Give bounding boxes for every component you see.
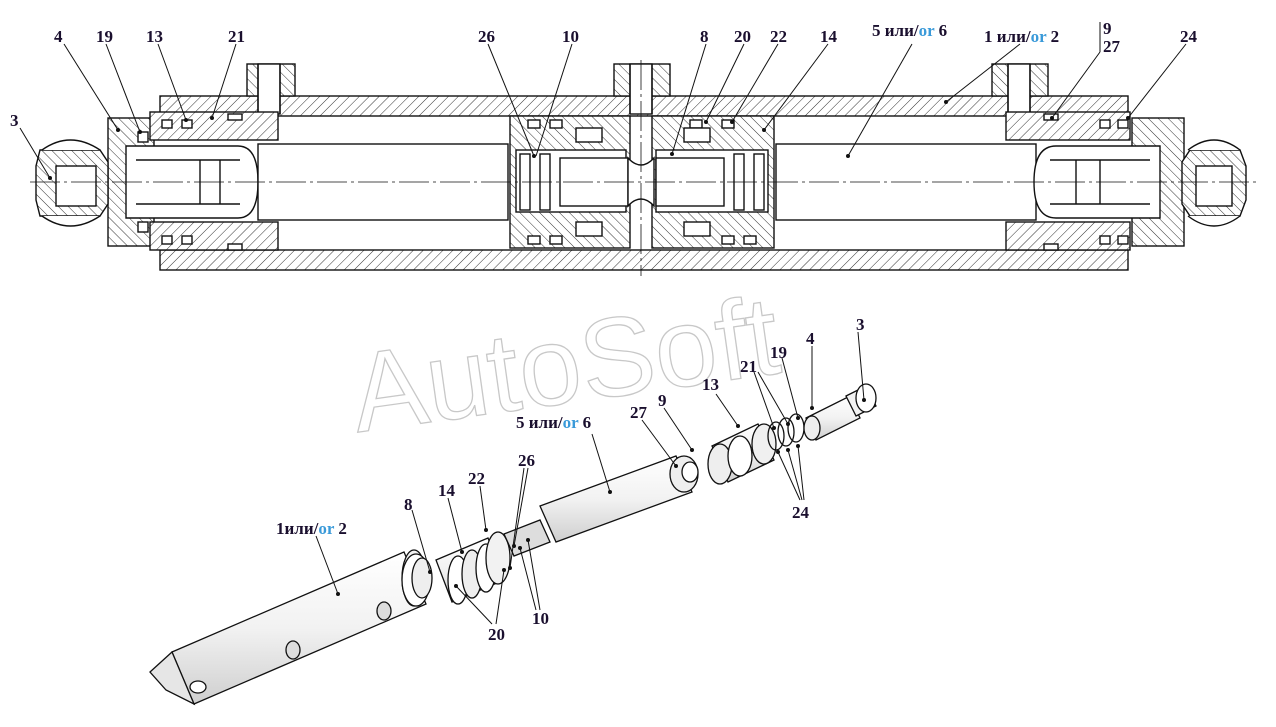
top-label-27: 27: [1103, 37, 1121, 56]
bottom-label-27: 27: [630, 403, 648, 422]
rod-end-3-4: [803, 383, 877, 441]
bottom-label-9: 9: [658, 391, 667, 410]
top-label-9: 9: [1103, 19, 1112, 38]
bottom-label-13: 13: [702, 375, 719, 394]
bottom-label-8: 8: [404, 495, 413, 514]
seals-left: [137, 113, 243, 251]
bottom-label-3: 3: [856, 315, 865, 334]
port-left: [246, 63, 296, 115]
top-label-4: 4: [54, 27, 63, 46]
tube-wall-bottom: [159, 249, 1129, 271]
section-view: [30, 60, 1256, 276]
bottom-label-4: 4: [806, 329, 815, 348]
top-label-19: 19: [96, 27, 113, 46]
gland-right-bottom: [1005, 221, 1131, 251]
bottom-label-22: 22: [468, 469, 485, 488]
bottom-label-21: 21: [740, 357, 757, 376]
bottom-label-19: 19: [770, 343, 787, 362]
exploded-view: [149, 383, 877, 706]
port-right: [991, 63, 1049, 115]
bottom-label-20: 20: [488, 625, 505, 644]
bottom-label-24: 24: [792, 503, 810, 522]
bottom-label-26: 26: [518, 451, 535, 470]
bottom-leaders: [315, 331, 865, 625]
top-dots: [48, 100, 1130, 180]
bottom-label-14: 14: [438, 481, 456, 500]
top-label-13: 13: [146, 27, 163, 46]
top-label-26: 26: [478, 27, 495, 46]
top-label-3: 3: [10, 111, 19, 130]
top-label-21: 21: [228, 27, 245, 46]
rod-5-or-6: [503, 455, 699, 557]
top-label-14: 14: [820, 27, 838, 46]
gland-right-top: [1005, 111, 1131, 141]
bottom-label-10: 10: [532, 609, 549, 628]
port-center: [613, 63, 671, 115]
piston-assembly: [401, 531, 511, 607]
top-leaders: [19, 22, 1187, 179]
top-label-24: 24: [1180, 27, 1198, 46]
top-label-20: 20: [734, 27, 751, 46]
gland-13: [707, 423, 777, 485]
top-label-10: 10: [562, 27, 579, 46]
top-label-8: 8: [700, 27, 709, 46]
top-label-22: 22: [770, 27, 787, 46]
bottom-dots: [336, 398, 866, 596]
cylinder-1-or-2: [149, 549, 427, 706]
